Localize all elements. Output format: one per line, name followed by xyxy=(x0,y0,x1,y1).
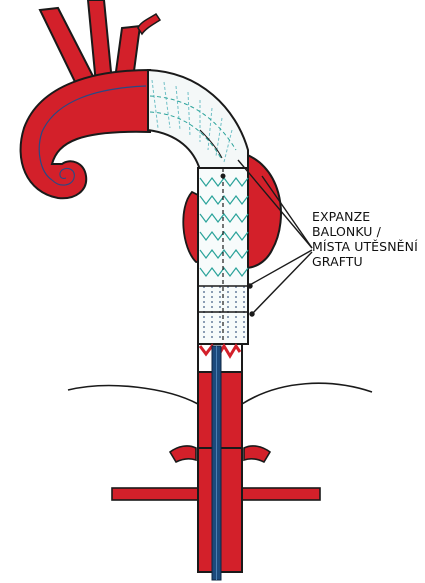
callout-line-1: EXPANZE xyxy=(312,209,424,224)
callout-line-3: MÍSTA UTĚSNĚNÍ xyxy=(312,239,424,254)
callout-line-4: GRAFTU xyxy=(312,254,424,269)
stent-graft-descending-segment xyxy=(198,168,248,344)
stent-graft-arch-segment xyxy=(148,70,248,170)
delivery-catheter xyxy=(212,346,221,580)
aortic-arch xyxy=(21,70,150,198)
callout-line-2: BALONKU / xyxy=(312,224,424,239)
callout-label: EXPANZE BALONKU / MÍSTA UTĚSNĚNÍ GRAFTU xyxy=(312,209,424,269)
